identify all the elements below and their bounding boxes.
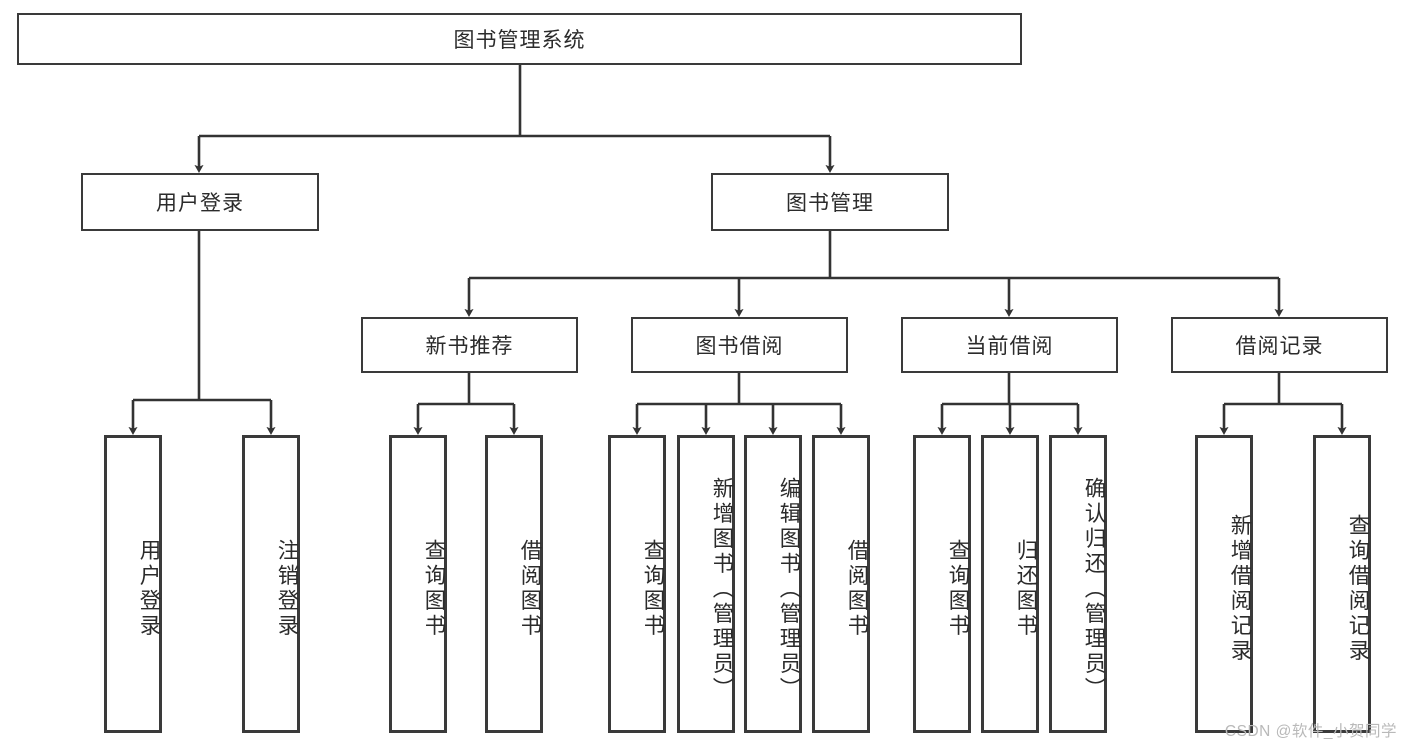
leaf-add-borrow-record[interactable]: 新增借阅记录 — [1195, 435, 1253, 733]
node-label: 查询图书 — [422, 539, 446, 639]
node-label: 用户登录 — [156, 192, 244, 215]
node-label: 编辑图书（管理员） — [777, 476, 801, 702]
leaf-edit-book[interactable]: 编辑图书（管理员） — [744, 435, 802, 733]
node-label: 查询借阅记录 — [1346, 514, 1370, 664]
node-user-login[interactable]: 用户登录 — [81, 173, 319, 231]
leaf-borrow-book[interactable]: 借阅图书 — [812, 435, 870, 733]
leaf-user-login[interactable]: 用户登录 — [104, 435, 162, 733]
node-label: 查询图书 — [641, 539, 665, 639]
leaf-add-book[interactable]: 新增图书（管理员） — [677, 435, 735, 733]
node-label: 图书管理系统 — [453, 29, 586, 52]
node-book-manage[interactable]: 图书管理 — [711, 173, 949, 231]
leaf-logout-login[interactable]: 注销登录 — [242, 435, 300, 733]
node-label: 当前借阅 — [965, 335, 1054, 358]
node-label: 新书推荐 — [425, 335, 514, 358]
node-label: 图书管理 — [786, 192, 874, 215]
leaf-return-book[interactable]: 归还图书 — [981, 435, 1039, 733]
node-label: 借阅记录 — [1235, 335, 1324, 358]
leaf-query-book-current[interactable]: 查询图书 — [913, 435, 971, 733]
node-label: 归还图书 — [1014, 539, 1038, 639]
watermark-text: CSDN @软件_小贺同学 — [1224, 723, 1397, 740]
node-label: 借阅图书 — [845, 539, 869, 639]
leaf-confirm-return[interactable]: 确认归还（管理员） — [1049, 435, 1107, 733]
node-label: 新增借阅记录 — [1228, 514, 1252, 664]
leaf-query-borrow-record[interactable]: 查询借阅记录 — [1313, 435, 1371, 733]
node-label: 图书借阅 — [695, 335, 784, 358]
node-new-book-recommend[interactable]: 新书推荐 — [361, 317, 578, 373]
leaf-query-book-borrow[interactable]: 查询图书 — [608, 435, 666, 733]
node-book-borrow[interactable]: 图书借阅 — [631, 317, 848, 373]
node-label: 查询图书 — [946, 539, 970, 639]
node-label: 新增图书（管理员） — [710, 476, 734, 702]
node-label: 注销登录 — [275, 539, 299, 639]
node-label: 用户登录 — [137, 539, 161, 639]
leaf-query-book-recommend[interactable]: 查询图书 — [389, 435, 447, 733]
node-label: 确认归还（管理员） — [1082, 476, 1106, 702]
node-current-borrow[interactable]: 当前借阅 — [901, 317, 1118, 373]
leaf-borrow-book-recommend[interactable]: 借阅图书 — [485, 435, 543, 733]
node-root-system[interactable]: 图书管理系统 — [17, 13, 1022, 65]
node-label: 借阅图书 — [518, 539, 542, 639]
node-borrow-record[interactable]: 借阅记录 — [1171, 317, 1388, 373]
